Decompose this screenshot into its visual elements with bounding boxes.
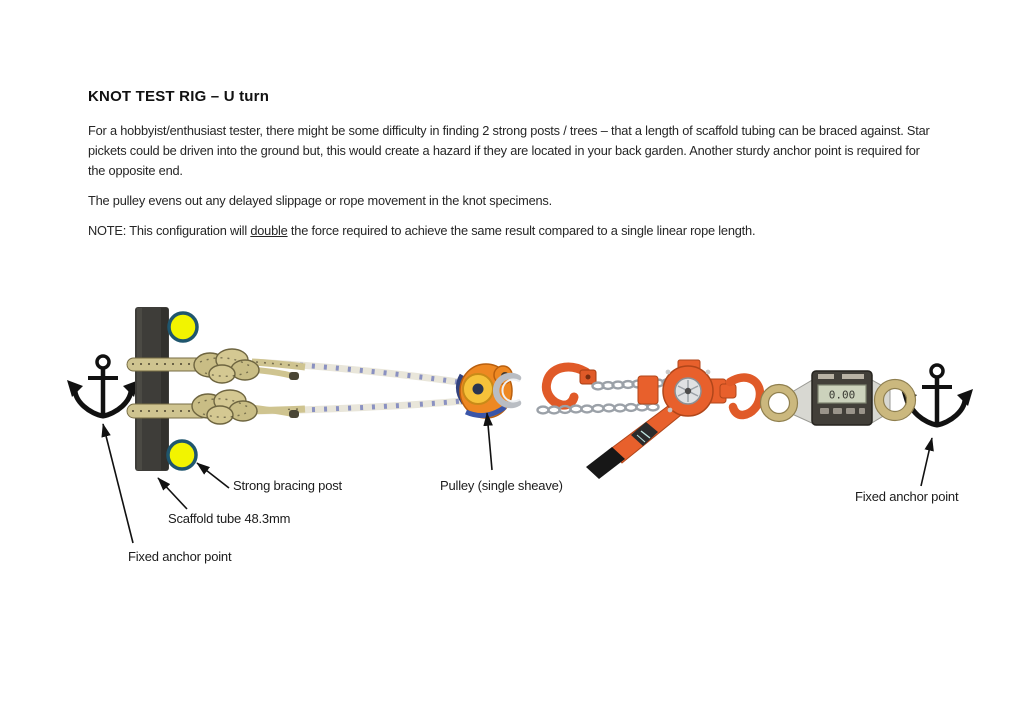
- knot-top: [193, 348, 299, 384]
- bracing-post-marker-bottom: [166, 439, 198, 471]
- note-prefix: NOTE: This configuration will: [88, 223, 251, 238]
- label-strong-bracing-post: Strong bracing post: [233, 478, 342, 493]
- annotation-arrows: [101, 412, 934, 544]
- note-suffix: the force required to achieve the same r…: [287, 223, 756, 238]
- page-title: KNOT TEST RIG – U turn: [88, 88, 270, 105]
- hoist-hook-icon: [719, 373, 765, 420]
- label-fixed-anchor-right: Fixed anchor point: [855, 489, 959, 504]
- pulley: [456, 363, 513, 419]
- load-cell-scale: 0.00: [759, 370, 917, 426]
- bracing-post-marker-top: [167, 311, 199, 343]
- rig-diagram: 0.00: [0, 307, 1024, 544]
- paragraph-1-line-2: pickets could be driven into the ground …: [88, 143, 920, 158]
- lever-hoist: [586, 359, 765, 479]
- note-underlined-word: double: [250, 223, 288, 238]
- carabiner-icon: [492, 372, 522, 409]
- scaffold-post: [135, 307, 169, 471]
- paragraph-2: The pulley evens out any delayed slippag…: [88, 193, 552, 208]
- knot-bottom: [191, 389, 299, 425]
- label-scaffold-tube: Scaffold tube 48.3mm: [168, 511, 291, 526]
- note-line: NOTE: This configuration will double the…: [88, 221, 930, 241]
- chain-hook-icon: [541, 362, 597, 410]
- label-fixed-anchor-left: Fixed anchor point: [128, 549, 232, 564]
- label-pulley: Pulley (single sheave): [440, 478, 563, 493]
- paragraph-1-line-3: the opposite end.: [88, 163, 183, 178]
- scale-display: 0.00: [829, 389, 856, 402]
- paragraph-1-line-1: For a hobbyist/enthusiast tester, there …: [88, 123, 930, 138]
- rope-top: [251, 358, 465, 387]
- body-text: For a hobbyist/enthusiast tester, there …: [88, 121, 930, 241]
